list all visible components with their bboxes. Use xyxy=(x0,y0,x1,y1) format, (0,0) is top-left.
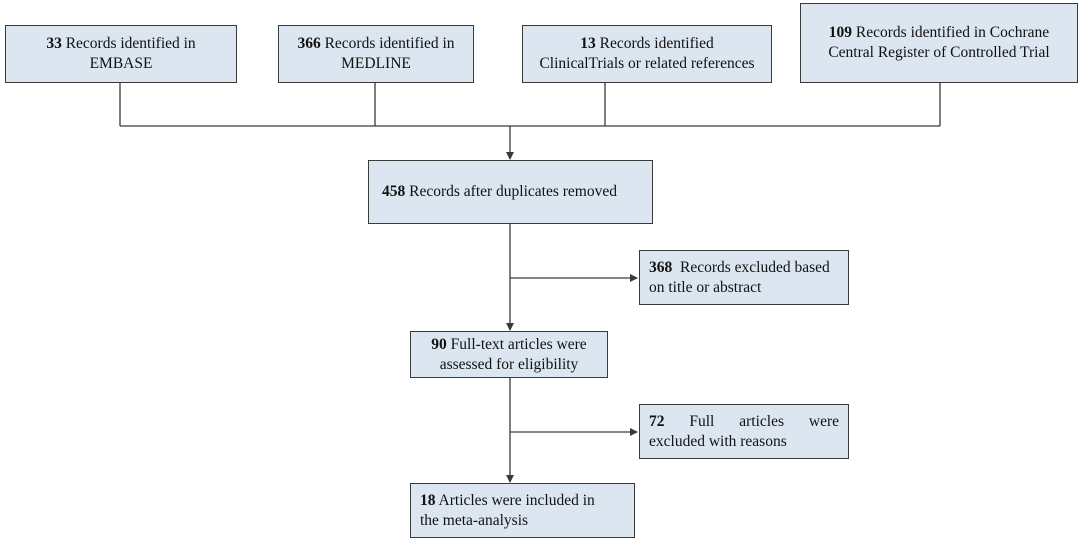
full-text-label: Full-text articles were xyxy=(450,335,587,353)
source-label: Records identified in xyxy=(65,35,196,52)
excluded-screening-label: Records excluded based xyxy=(680,258,830,276)
source-box-cochrane: 109 Records identified in Cochrane Centr… xyxy=(800,3,1078,83)
source-box-clinicaltrials: 13 Records identified ClinicalTrials or … xyxy=(522,25,772,83)
included-count: 18 xyxy=(420,491,436,509)
box-after-duplicates: 458 Records after duplicates removed xyxy=(368,160,653,224)
source-count: 33 xyxy=(46,35,62,52)
box-included: 18 Articles were included in the meta-an… xyxy=(410,483,635,538)
source-label: Records identified in xyxy=(324,35,455,52)
duplicates-count: 458 xyxy=(382,183,406,200)
duplicates-label: Records after duplicates removed xyxy=(409,183,617,200)
source-box-medline: 366 Records identified in MEDLINE xyxy=(278,25,474,83)
excluded-screening-count: 368 xyxy=(649,258,673,276)
excluded-full-count: 72 xyxy=(649,412,665,430)
box-excluded-screening: 368 Records excluded based on title or a… xyxy=(639,250,849,305)
included-label: Articles were included in xyxy=(438,491,595,509)
source-database: ClinicalTrials or related references xyxy=(539,55,755,72)
source-database: MEDLINE xyxy=(341,55,411,72)
box-full-text: 90 Full-text articles were assessed for … xyxy=(410,331,608,378)
source-label: Records identified xyxy=(599,35,714,52)
source-count: 109 xyxy=(828,24,853,41)
full-text-count: 90 xyxy=(431,335,447,353)
full-text-eligibility: assessed for eligibility xyxy=(439,355,579,373)
excluded-full-reason: excluded with reasons xyxy=(649,432,787,450)
excluded-screening-reason: on title or abstract xyxy=(649,278,762,296)
source-database: Central Register of Controlled Trial xyxy=(828,44,1050,61)
source-count: 13 xyxy=(580,35,596,52)
source-count: 366 xyxy=(297,35,321,52)
source-label: Records identified in Cochrane xyxy=(855,24,1050,41)
source-database: EMBASE xyxy=(89,55,153,72)
source-box-embase: 33 Records identified in EMBASE xyxy=(5,25,237,83)
box-excluded-full: 72 Full articles were excluded with reas… xyxy=(639,404,849,459)
included-analysis: the meta-analysis xyxy=(420,511,529,529)
